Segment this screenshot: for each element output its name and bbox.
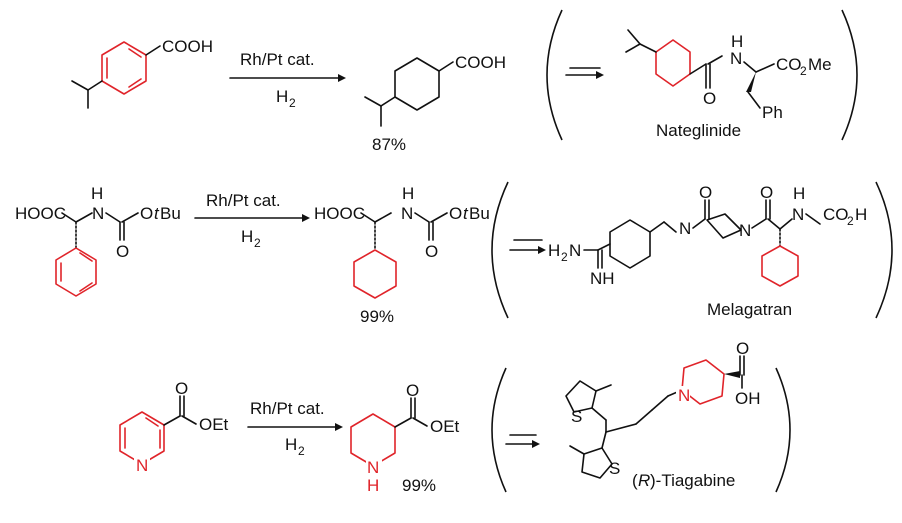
target-3-name-prefix: ( [632, 471, 638, 490]
reactant-2-o-label: O [140, 204, 153, 223]
target-1-name: Nateglinide [656, 121, 741, 140]
product-3-oet: OEt [430, 417, 460, 436]
reaction-1-arrow: Rh/Pt cat. H 2 [229, 50, 346, 110]
target-2-acid-sub: 2 [847, 214, 854, 228]
reaction-2-yield: 99% [360, 307, 394, 326]
target-3-s2: S [609, 459, 620, 478]
product-2-tbu-t: t [463, 204, 469, 223]
target-2-nh2-n: N [792, 205, 804, 224]
target-2-nh2-h: H [793, 184, 805, 203]
reactant-2-structure: HOOC H N O O t Bu [15, 184, 181, 297]
product-3-structure: N H O OEt 99% [350, 381, 460, 495]
target-1-o: O [703, 89, 716, 108]
target-1-ester-co: CO [776, 55, 802, 74]
target-3-o: O [736, 339, 749, 358]
reactant-2-tbu-bu: Bu [160, 204, 181, 223]
target-1-ester-me: Me [808, 55, 832, 74]
product-2-o-label: O [449, 204, 462, 223]
reaction-3: N O OEt Rh/Pt cat. H 2 N H O O [119, 339, 791, 495]
target-2-acid-co: CO [823, 205, 849, 224]
reaction-1-reagent-top: Rh/Pt cat. [240, 50, 315, 69]
target-2-h2n-n: N [569, 241, 581, 260]
target-3-n: N [678, 386, 690, 405]
reactant-2-o: O [116, 242, 129, 261]
target-2-h2n-h: H [548, 241, 560, 260]
target-2-amide-n: N [679, 219, 691, 238]
target-2-h2n-sub: 2 [561, 250, 568, 264]
target-1-nh-n: N [730, 49, 742, 68]
reaction-2: HOOC H N O O t Bu Rh/Pt cat. H 2 [15, 181, 893, 326]
reaction-1-reagent-h: H [276, 87, 288, 106]
reactant-3-o: O [175, 379, 188, 398]
target-1-nh-h: H [731, 32, 743, 51]
reaction-2-reagent-top: Rh/Pt cat. [206, 191, 281, 210]
target-3-tiagabine: S S N O OH ( R )-Tiagabin [491, 339, 791, 493]
reactant-1-acid-label: COOH [162, 37, 213, 56]
reactant-2-n: N [92, 204, 104, 223]
reaction-3-reagent-h: H [285, 435, 297, 454]
reaction-3-reagent-top: Rh/Pt cat. [250, 399, 325, 418]
reaction-3-reagent-sub: 2 [298, 444, 305, 458]
target-2-name: Melagatran [707, 300, 792, 319]
target-3-name-suffix: )-Tiagabine [650, 471, 735, 490]
product-3-n: N [367, 458, 379, 477]
reaction-2-arrow: Rh/Pt cat. H 2 [194, 191, 310, 250]
target-1-ph: Ph [762, 103, 783, 122]
target-2-nh: NH [590, 269, 615, 288]
target-3-oh: OH [735, 389, 761, 408]
reaction-1-reagent-sub: 2 [289, 96, 296, 110]
product-1-acid-label: COOH [455, 53, 506, 72]
reaction-1-yield: 87% [372, 135, 406, 154]
product-2-hooc: HOOC [314, 204, 365, 223]
reactant-3-oet: OEt [199, 415, 229, 434]
target-1-nateglinide: O H N CO 2 Me Ph Nateglinide [546, 9, 858, 141]
reactant-3-n: N [136, 456, 148, 475]
reactant-3-structure: N O OEt [119, 379, 229, 475]
product-2-h: H [402, 184, 414, 203]
target-2-acid-h: H [855, 205, 867, 224]
target-3-name-r: R [638, 471, 650, 490]
product-1-structure: COOH 87% [364, 53, 506, 154]
product-2-structure: HOOC H N O O t Bu 99% [314, 184, 490, 326]
target-1-ester-sub: 2 [800, 64, 807, 78]
target-2-o2: O [760, 183, 773, 202]
target-3-s1: S [571, 407, 582, 426]
target-2-o1: O [699, 183, 712, 202]
target-2-melagatran: H 2 N NH N O N O H [491, 181, 893, 319]
product-2-n: N [401, 204, 413, 223]
reaction-3-arrow: Rh/Pt cat. H 2 [247, 399, 343, 458]
product-2-o: O [425, 242, 438, 261]
product-3-o: O [406, 381, 419, 400]
reactant-1-structure: COOH [71, 37, 213, 109]
reaction-3-yield: 99% [402, 476, 436, 495]
reactant-2-hooc: HOOC [15, 204, 66, 223]
target-2-ring-n: N [739, 221, 751, 240]
reactant-2-tbu-t: t [154, 204, 160, 223]
reaction-1: COOH Rh/Pt cat. H 2 COOH 87% [71, 9, 858, 154]
product-2-tbu-bu: Bu [469, 204, 490, 223]
reaction-2-reagent-h: H [241, 227, 253, 246]
product-3-h: H [367, 476, 379, 495]
reactant-2-h: H [91, 184, 103, 203]
reaction-2-reagent-sub: 2 [254, 236, 261, 250]
